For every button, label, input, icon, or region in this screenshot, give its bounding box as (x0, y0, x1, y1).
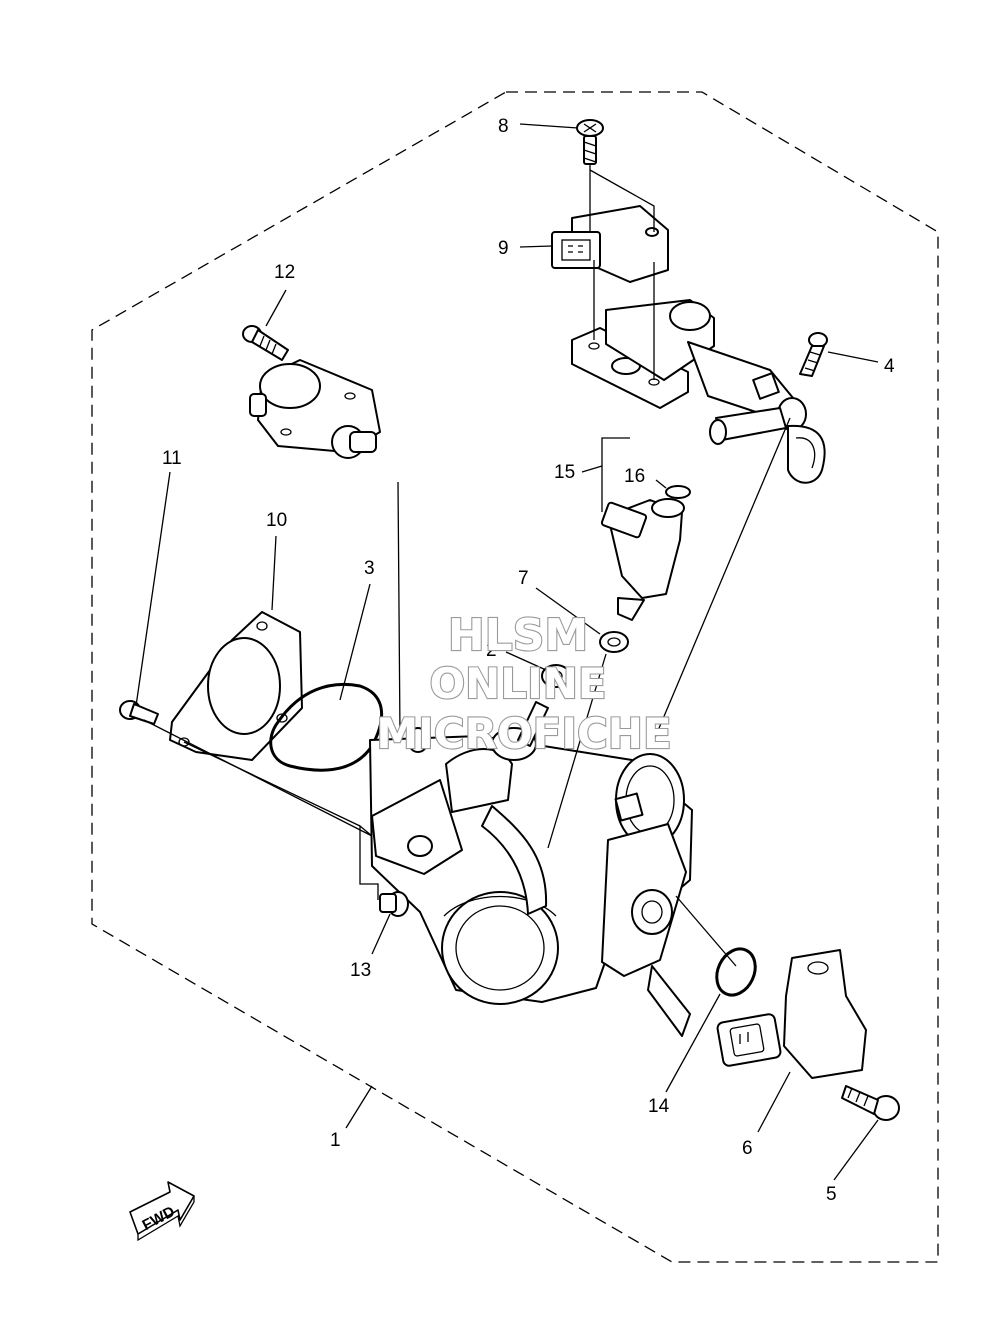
part-5-bolt (841, 1085, 900, 1121)
callout-15: 15 (554, 462, 575, 483)
callout-13: 13 (350, 960, 371, 981)
alignment-lines (143, 164, 791, 967)
hose-nipple (517, 701, 549, 747)
part-14-o-ring (715, 947, 757, 997)
callout-14: 14 (648, 1096, 670, 1117)
part-15-fuel-injector (600, 498, 685, 621)
callout-9: 9 (498, 238, 509, 259)
part-10-plate (169, 611, 303, 761)
part-2-nut (541, 664, 571, 688)
part-11-screw (119, 700, 159, 725)
callout-16: 16 (624, 466, 645, 487)
callout-5: 5 (826, 1184, 837, 1205)
callout-7: 7 (518, 568, 529, 589)
watermark-line-2: ONLINE (429, 659, 606, 708)
callout-8: 8 (498, 116, 509, 137)
part-9-sensor (551, 205, 669, 283)
callout-10: 10 (266, 510, 287, 531)
callout-6: 6 (742, 1138, 753, 1159)
part-13-plug (379, 891, 409, 917)
part-16-o-ring (665, 485, 691, 499)
part-12-bolt (242, 325, 289, 361)
leader-lines (135, 123, 879, 1181)
part-6-throttle-position-sensor (716, 949, 867, 1079)
part-7-seal (599, 631, 629, 653)
part-8-screw (576, 119, 604, 165)
watermark-line-3: MICROFICHE (376, 709, 671, 758)
fwd-arrow: FWD (129, 1181, 195, 1242)
callout-12: 12 (274, 262, 295, 283)
watermark-line-1: HLSM (448, 610, 588, 661)
callout-3: 3 (364, 558, 375, 579)
callout-1: 1 (330, 1130, 341, 1151)
callout-2: 2 (486, 640, 497, 661)
callout-4: 4 (884, 356, 895, 377)
idle-air-control-valve (249, 359, 381, 459)
callout-11: 11 (162, 448, 182, 469)
part-4-bolt (799, 332, 828, 377)
assembly-boundary (91, 91, 939, 1263)
throttle-body (369, 727, 693, 1037)
watermark: HLSM ONLINE MICROFICHE (375, 609, 672, 759)
fuel-rail-housing (571, 299, 826, 484)
